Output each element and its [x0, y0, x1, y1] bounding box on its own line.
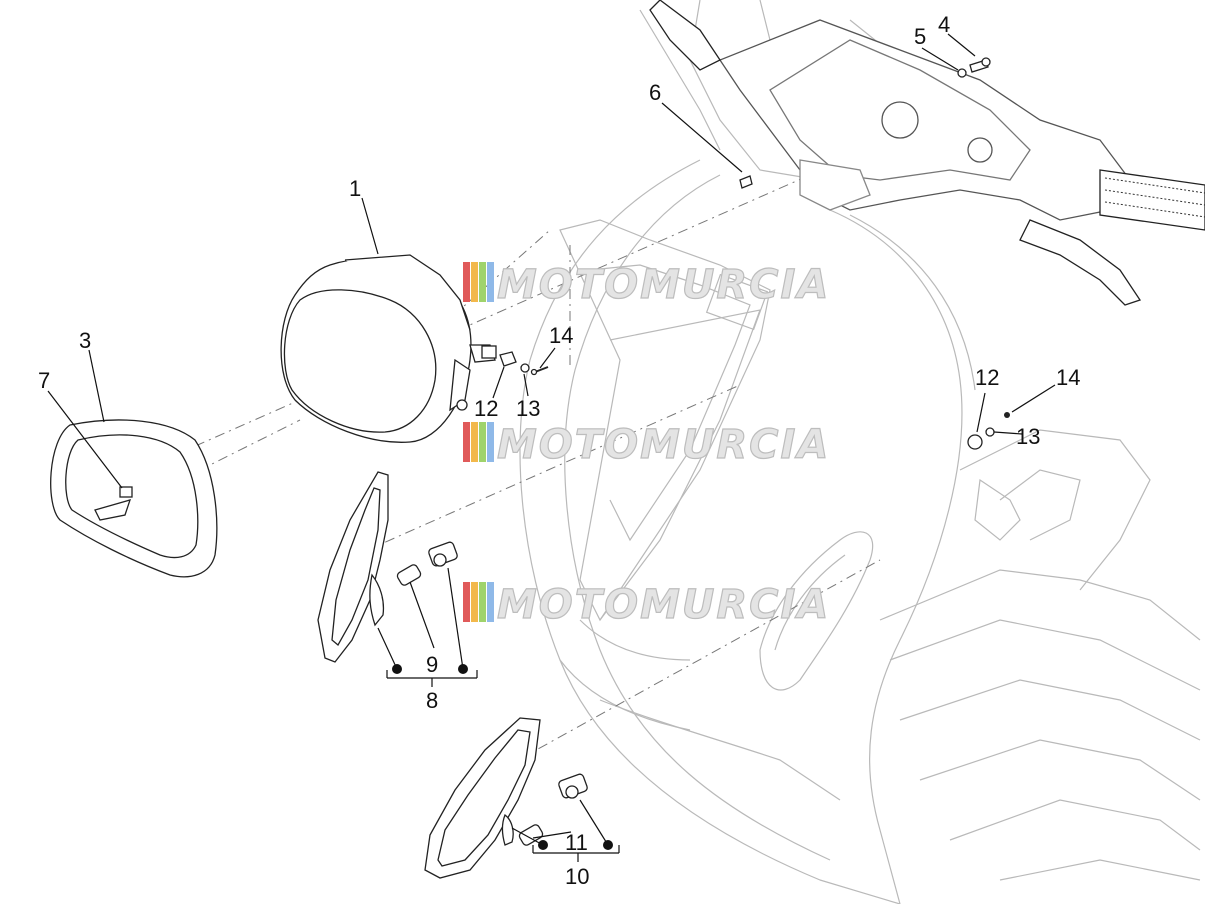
scooter-body-outline	[519, 0, 1201, 904]
callout-7: 7	[38, 368, 50, 393]
watermark-stripe-blue	[487, 422, 494, 462]
right-fasteners	[967, 412, 1010, 450]
watermark-stripe-green	[479, 422, 486, 462]
callout-14-right: 14	[1056, 365, 1080, 390]
headlight-fasteners	[499, 351, 549, 376]
callout-4: 4	[938, 12, 950, 37]
watermark-stripe-blue	[487, 262, 494, 302]
watermark-stripe-orange	[471, 422, 478, 462]
callout-13-right: 13	[1016, 424, 1040, 449]
left-indicator-bulbs	[396, 541, 458, 586]
callout-6: 6	[649, 80, 661, 105]
bullet-dot	[458, 664, 468, 674]
callout-5: 5	[914, 24, 926, 49]
watermark-stripe-blue	[487, 582, 494, 622]
watermark-stripe-red	[463, 262, 470, 302]
headlight-trim-ring	[50, 419, 218, 578]
watermark: MOTOMURCIA MOTOMURCIA MOTOMURCIA	[463, 261, 830, 629]
right-turn-indicator	[424, 717, 541, 879]
watermark-1: MOTOMURCIA	[463, 261, 830, 309]
callout-1: 1	[349, 176, 361, 201]
callout-12-right: 12	[975, 365, 999, 390]
watermark-stripe-green	[479, 582, 486, 622]
watermark-text: MOTOMURCIA	[497, 582, 830, 628]
watermark-2: MOTOMURCIA	[463, 421, 830, 469]
headlight-unit	[280, 254, 497, 443]
callout-14-left: 14	[549, 323, 573, 348]
callout-10: 10	[565, 864, 589, 889]
bullet-dot	[603, 840, 613, 850]
callout-13-left: 13	[516, 396, 540, 421]
right-indicator-bulbs	[518, 773, 588, 846]
screws	[739, 57, 991, 189]
bullet-dot	[538, 840, 548, 850]
callout-numbers: 1 3 7 4 5 6 12 13 14 12 13 14 9 8 11 10	[38, 12, 1080, 889]
bullet-dot	[392, 664, 402, 674]
callout-9: 9	[426, 652, 438, 677]
callout-12-left: 12	[474, 396, 498, 421]
watermark-stripe-orange	[471, 262, 478, 302]
watermark-stripe-red	[463, 422, 470, 462]
handlebar-assembly	[649, 0, 1205, 306]
callout-3: 3	[79, 328, 91, 353]
callout-11: 11	[565, 830, 588, 855]
watermark-stripe-red	[463, 582, 470, 622]
leader-lines	[47, 33, 1056, 862]
watermark-stripe-orange	[471, 582, 478, 622]
watermark-stripe-green	[479, 262, 486, 302]
callout-8: 8	[426, 688, 438, 713]
watermark-3: MOTOMURCIA	[463, 581, 830, 629]
left-turn-indicator	[317, 471, 389, 663]
watermark-text: MOTOMURCIA	[497, 262, 830, 308]
watermark-text: MOTOMURCIA	[497, 422, 830, 468]
